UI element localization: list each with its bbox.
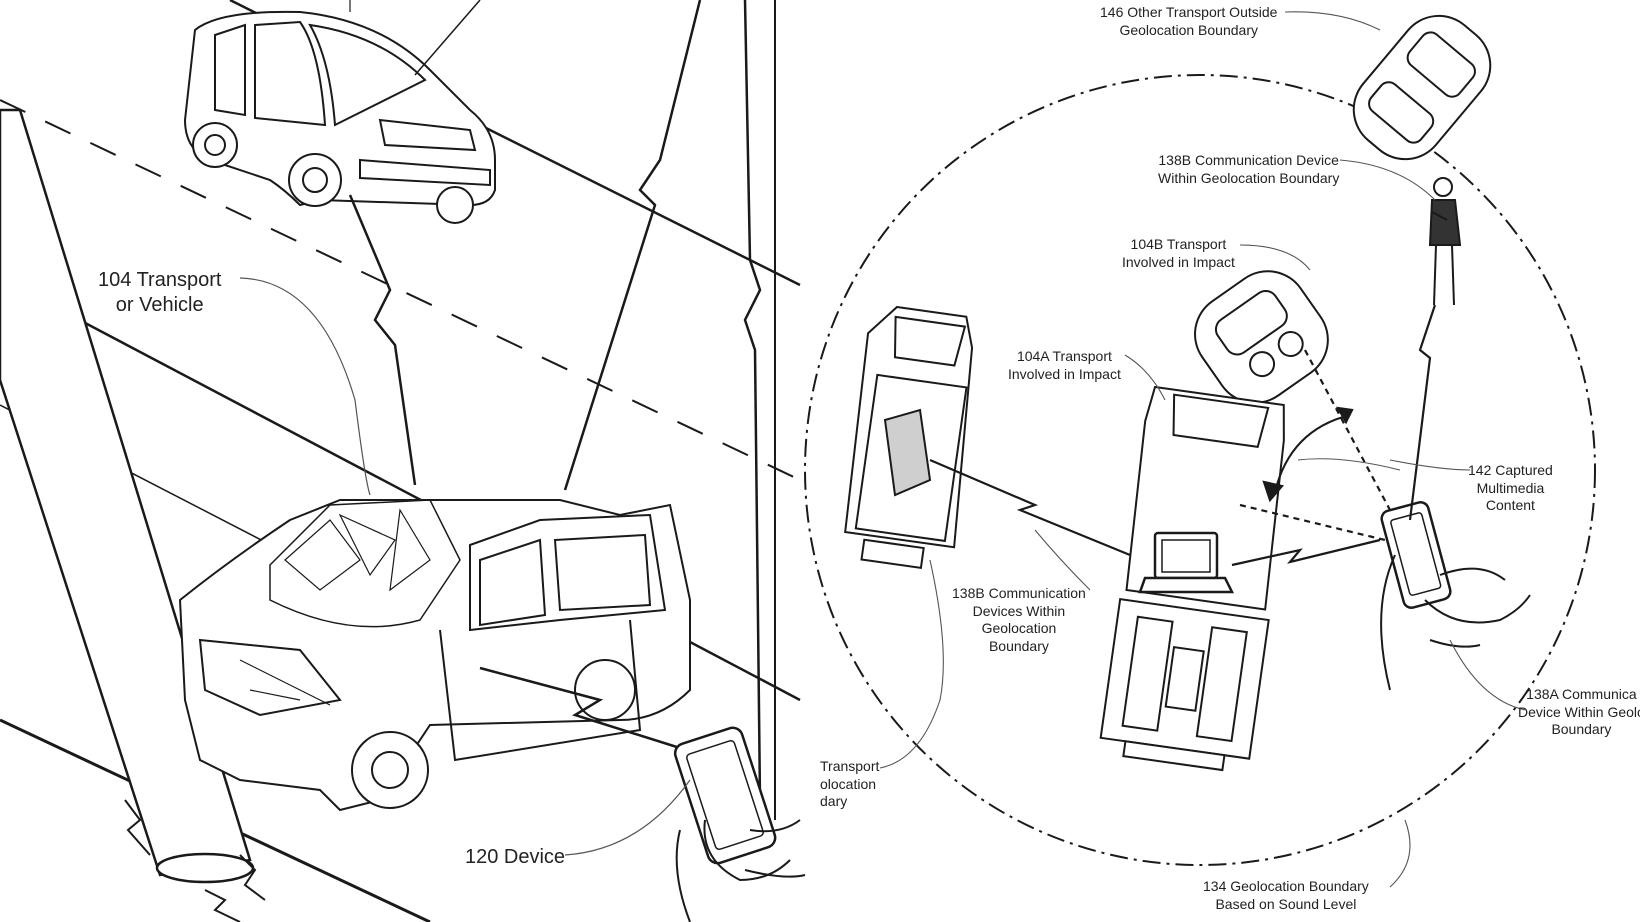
label-104a-line1: 104A Transport <box>1016 348 1112 364</box>
label-104b-line1: 104B Transport <box>1130 236 1227 252</box>
label-146-line2: Geolocation Boundary <box>1119 21 1258 38</box>
label-120-device: 120 Device <box>465 845 565 870</box>
lightning-signal-icon <box>348 0 762 801</box>
label-138b-top-line2: Within Geolocation Boundary <box>1158 169 1340 186</box>
label-138b-line3: Geolocation <box>981 620 1057 636</box>
label-104b-line2: Involved in Impact <box>1122 253 1235 270</box>
label-138a-line3: Boundary <box>1551 721 1612 737</box>
label-142-line3: Content <box>1485 497 1535 513</box>
label-104-line1: 104 Transport <box>98 269 222 291</box>
label-138b-devices: 138B Communication Devices Within Geoloc… <box>952 585 1086 655</box>
label-146-line1: 146 Other Transport Outside <box>1100 4 1278 20</box>
label-104-transport: 104 Transport or Vehicle <box>98 268 221 318</box>
transport-104b-car-icon <box>1194 270 1329 404</box>
label-partial-line3: dary <box>820 793 848 809</box>
label-142-line1: 142 Captured <box>1468 462 1553 478</box>
label-138b-line2: Devices Within <box>972 602 1066 619</box>
label-146-other-transport: 146 Other Transport Outside Geolocation … <box>1100 4 1277 39</box>
label-138a-line2: Device Within Geolo <box>1518 703 1640 720</box>
label-partial-line2: olocation <box>820 775 877 792</box>
label-138a-line1: 138A Communica <box>1526 686 1637 702</box>
label-120-text: 120 Device <box>465 846 566 868</box>
label-partial-line1: Transport <box>820 758 880 774</box>
crashed-car-icon <box>178 499 691 812</box>
smartphone-icon <box>673 726 777 865</box>
label-104a-transport: 104A Transport Involved in Impact <box>1008 348 1121 383</box>
geolocation-boundary-circle <box>804 74 1596 866</box>
leader-lines-right <box>879 11 1526 888</box>
label-142-captured-content: 142 Captured Multimedia Content <box>1468 462 1553 515</box>
label-134-geolocation-boundary: 134 Geolocation Boundary Based on Sound … <box>1203 878 1369 913</box>
label-138b-line4: Boundary <box>988 637 1049 654</box>
label-138b-top: 138B Communication Device Within Geoloca… <box>1158 152 1339 187</box>
label-104b-transport: 104B Transport Involved in Impact <box>1122 236 1235 271</box>
hand-icon <box>675 819 806 922</box>
label-138a-device: 138A Communica Device Within Geolo Bound… <box>1518 686 1640 739</box>
lightning-signal-icon-right <box>929 304 1437 567</box>
crack-icon <box>124 799 266 922</box>
laptop-icon <box>1138 531 1235 594</box>
car-icon <box>183 0 496 224</box>
label-138b-top-line1: 138B Communication Device <box>1158 152 1339 168</box>
label-104-line2: or Vehicle <box>115 294 204 316</box>
other-transport-car-icon <box>1352 14 1492 161</box>
person-icon <box>1428 177 1462 306</box>
label-134-line2: Based on Sound Level <box>1215 895 1357 912</box>
label-134-line1: 134 Geolocation Boundary <box>1203 878 1369 894</box>
label-104a-line2: Involved in Impact <box>1008 365 1121 382</box>
hand-icon-right <box>1380 554 1531 691</box>
label-138b-line1: 138B Communication <box>952 585 1086 601</box>
smartphone-icon-right <box>1380 501 1452 609</box>
left-truck-icon <box>844 305 974 569</box>
label-142-line2: Multimedia <box>1476 479 1545 496</box>
leader-lines-left <box>239 277 691 856</box>
label-partial-transport: Transport olocation dary <box>820 758 879 811</box>
